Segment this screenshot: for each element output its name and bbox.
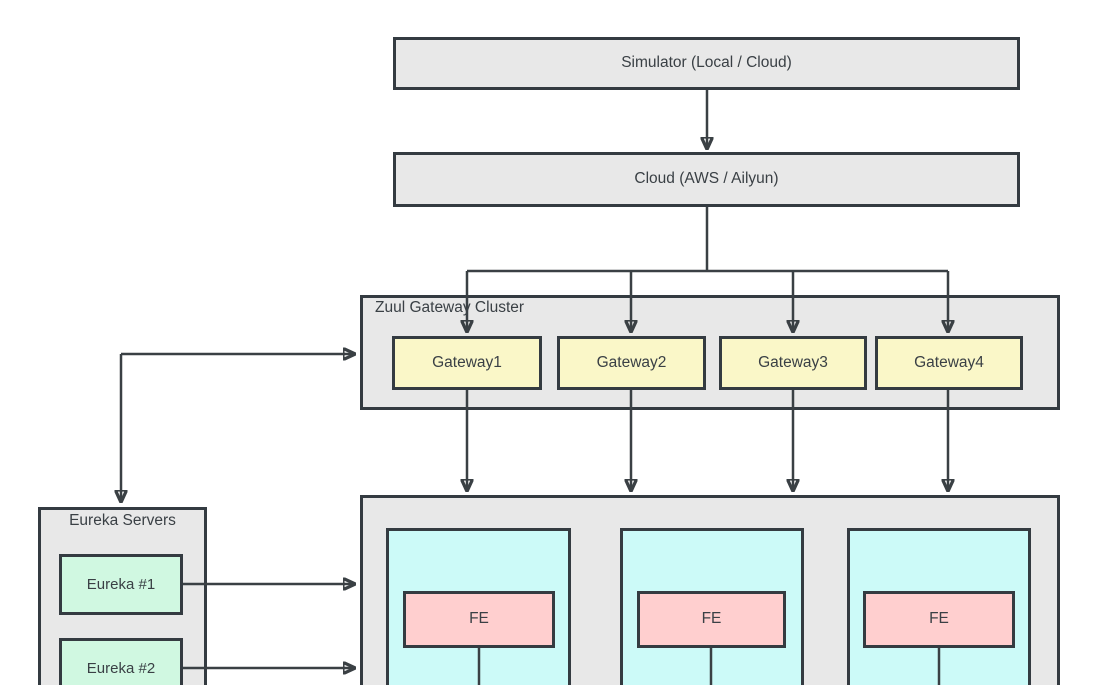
gateway3-node: Gateway3 [719,336,867,390]
gateway4-label: Gateway4 [914,353,984,371]
gateway3-label: Gateway3 [758,353,828,371]
eureka1-node: Eureka #1 [59,554,183,615]
eureka2-node: Eureka #2 [59,638,183,685]
gateway2-node: Gateway2 [557,336,706,390]
gateway1-label: Gateway1 [432,353,502,371]
cloud-label: Cloud (AWS / Ailyun) [634,170,779,188]
fe2-label: FE [701,610,722,628]
eureka2-label: Eureka #2 [86,659,156,677]
fe1-label: FE [469,610,489,628]
fe-node-2: FE [637,591,786,648]
cloud-node: Cloud (AWS / Ailyun) [393,152,1020,207]
fe3-label: FE [929,610,949,628]
fe-node-1: FE [403,591,555,648]
zuul-gateway-cluster-label: Zuul Gateway Cluster [375,299,525,316]
fe-node-3: FE [863,591,1015,648]
simulator-label: Simulator (Local / Cloud) [621,54,792,72]
gateway4-node: Gateway4 [875,336,1023,390]
eureka-servers-label: Eureka Servers [69,512,176,529]
simulator-node: Simulator (Local / Cloud) [393,37,1020,90]
gateway2-label: Gateway2 [596,353,667,371]
eureka1-label: Eureka #1 [86,575,156,593]
gateway1-node: Gateway1 [392,336,542,390]
